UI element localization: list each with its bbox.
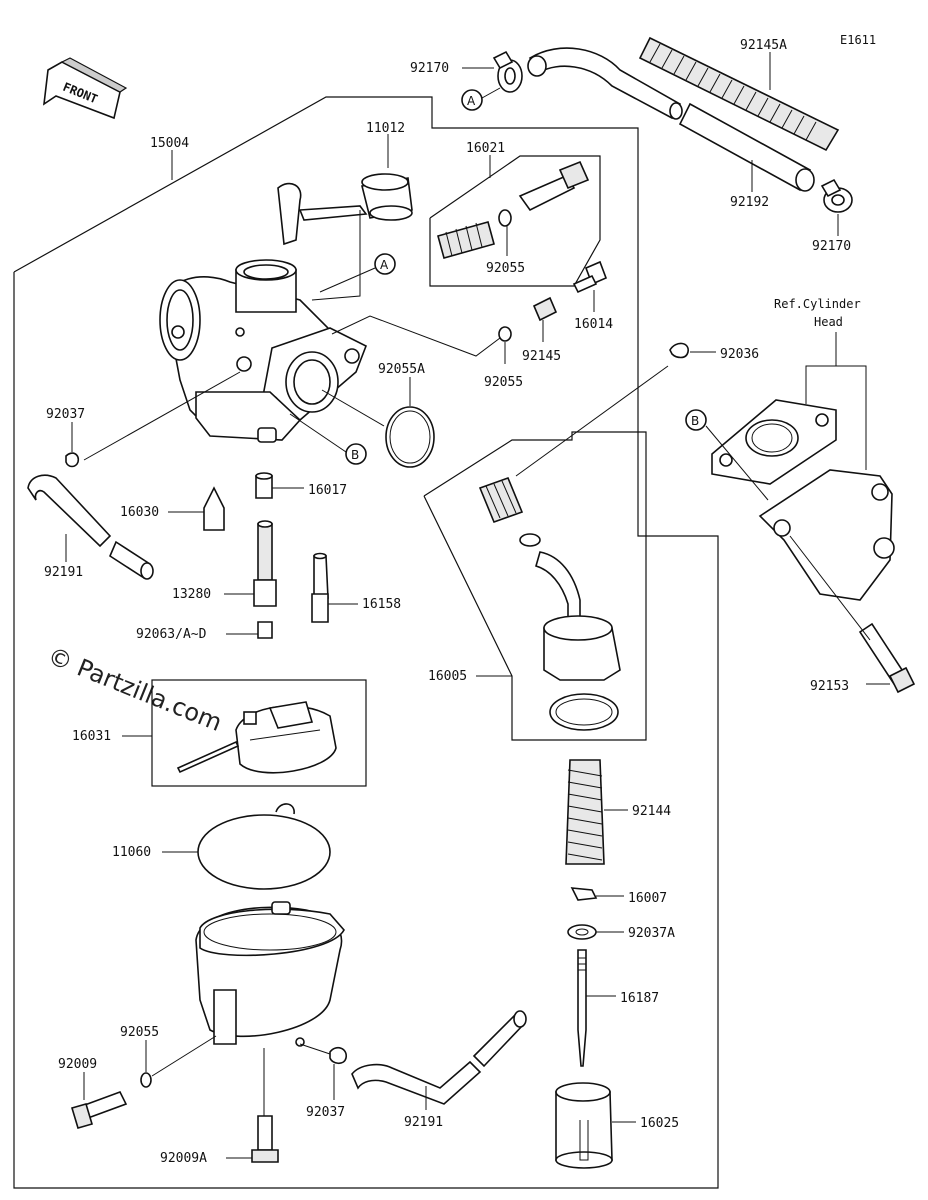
label-92009: 92009 [58,1057,97,1072]
label-16017: 16017 [308,483,347,498]
label-92055-low: 92055 [120,1025,159,1040]
label-16021: 16021 [466,141,505,156]
callout-b-left [345,443,367,465]
ref-cylinder-head-label-2: Head [814,315,843,329]
callout-a-top [461,89,483,111]
label-92036: 92036 [720,347,759,362]
oring-92055-upper [498,209,512,227]
oring-92055A [385,406,435,468]
clamp-92170-right [820,178,853,213]
label-92170-top: 92170 [410,61,449,76]
label-11060: 11060 [112,845,151,860]
cap-11012 [361,173,413,221]
float-valve-16030 [203,486,225,531]
label-16187: 16187 [620,991,659,1006]
fuel-hose-92192 [527,47,815,192]
label-92145: 92145 [522,349,561,364]
screw-92009 [71,1091,128,1129]
pilot-jet-16158 [311,552,329,623]
jet-needle-16187 [577,949,587,1067]
clamp-92170-top [492,50,523,93]
group-16021-outline [429,155,601,287]
label-16030: 16030 [120,505,159,520]
callout-b-right [685,409,707,431]
label-92191-left: 92191 [44,565,83,580]
spring-92145A [638,36,840,152]
float-bowl [195,901,345,1047]
diagram-code: E1611 [840,33,876,47]
oring-92055-mid [498,326,512,342]
label-92192: 92192 [730,195,769,210]
label-13280: 13280 [172,587,211,602]
watermark: © Partzilla.com [44,642,226,737]
clip-92037A [567,924,597,940]
label-92063: 92063/A~D [136,627,207,642]
callout-a-top-label: A [467,94,476,108]
screw-16014 [572,260,608,294]
label-16007: 16007 [628,891,667,906]
group-16005-outline [423,431,647,741]
main-jet-92063 [257,621,273,639]
label-16158: 16158 [362,597,401,612]
ref-cylinder-head-label-1: Ref.Cylinder [774,297,861,311]
intake-manifold [711,399,895,601]
screw-16021 [518,160,590,212]
label-92055A: 92055A [378,362,425,377]
label-92055-upper: 92055 [486,261,525,276]
callout-a-mid [374,253,396,275]
label-15004: 15004 [150,136,189,151]
label-92055-mid: 92055 [484,375,523,390]
spring-92144 [565,759,605,865]
callout-b-left-label: B [351,448,359,462]
label-92170-right: 92170 [812,239,851,254]
clamp-92037-low [329,1046,347,1065]
gasket-11060 [197,803,331,890]
float-16031 [176,701,337,774]
retainer-16007 [570,887,598,901]
clamp-92037-left [65,452,80,468]
label-92037-left: 92037 [46,407,85,422]
callout-a-mid-label: A [380,258,389,272]
group-16031-outline [151,679,367,787]
callout-b-right-label: B [691,414,699,428]
bolt-92153 [858,622,916,694]
screw-92009A [251,1115,279,1163]
label-16031: 16031 [72,729,111,744]
hose-92191-left [27,474,154,580]
front-arrow-icon: FRONT [43,57,128,120]
label-16005: 16005 [428,669,467,684]
needle-jet-13280 [253,520,277,607]
label-16025: 16025 [640,1116,679,1131]
throttle-slide-16025 [555,1082,613,1169]
label-92144: 92144 [632,804,671,819]
oring-92055-low [140,1072,152,1088]
label-11012: 11012 [366,121,405,136]
hose-92191-low [351,1010,527,1105]
spring-92145 [532,296,558,322]
clip-92036 [669,342,689,359]
label-92145A: 92145A [740,38,787,53]
label-16014: 16014 [574,317,613,332]
label-92153: 92153 [810,679,849,694]
adjuster-16005 [478,476,621,731]
label-92037-low: 92037 [306,1105,345,1120]
label-92191-low: 92191 [404,1115,443,1130]
spring-16021 [437,221,495,259]
jet-16017 [255,472,273,499]
label-92009A: 92009A [160,1151,207,1166]
carburetor-body [159,182,368,443]
label-92037A: 92037A [628,926,675,941]
assembly-outline [13,96,719,1189]
